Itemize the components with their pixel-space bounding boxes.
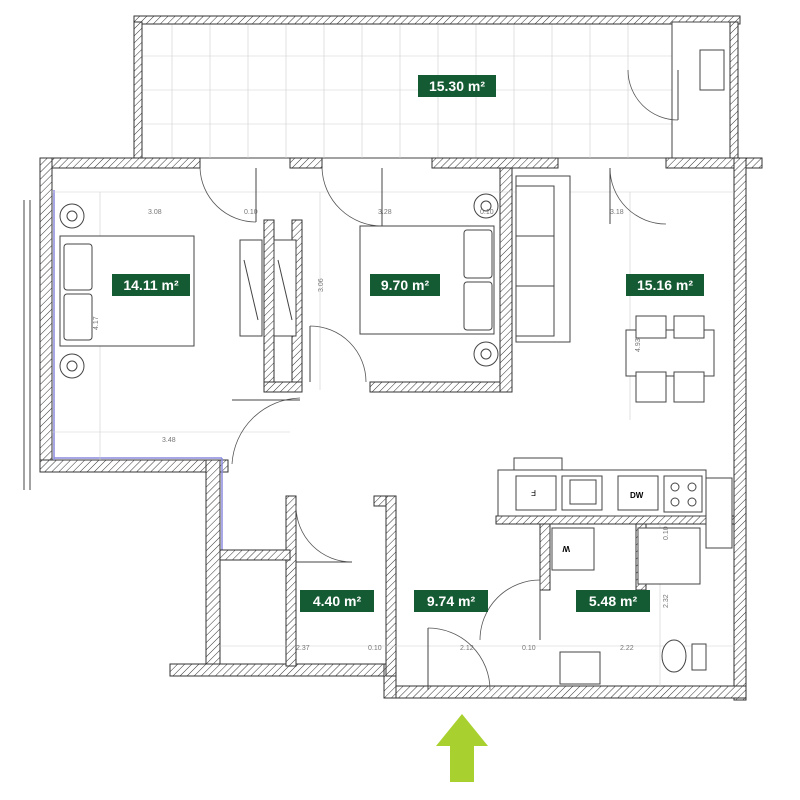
terrace-railing-left bbox=[133, 21, 143, 163]
dim-label: 3.06 bbox=[318, 278, 325, 292]
dim-label: 2.12 bbox=[460, 645, 474, 652]
svg-text:5.48 m²: 5.48 m² bbox=[589, 593, 638, 609]
area-label-terrace: 15.30 m² bbox=[418, 75, 496, 97]
terrace-railing-top bbox=[133, 15, 741, 25]
wardrobe bbox=[239, 239, 297, 337]
dishwasher-label: DW bbox=[630, 491, 644, 500]
door-swings bbox=[199, 167, 667, 691]
dim-label: 3.18 bbox=[610, 209, 624, 216]
area-label-bedroom-2: 9.70 m² bbox=[370, 274, 440, 296]
entrance-arrow-icon bbox=[436, 714, 488, 782]
dim-label: 4.93 bbox=[635, 338, 642, 352]
svg-text:4.40 m²: 4.40 m² bbox=[313, 593, 362, 609]
dimension-labels: 3.08 0.10 3.28 0.10 3.18 4.17 3.06 4.93 … bbox=[93, 209, 670, 652]
dim-label: 3.28 bbox=[378, 209, 392, 216]
sofa bbox=[515, 175, 571, 343]
dim-label: 0.10 bbox=[663, 526, 670, 540]
terrace-area bbox=[133, 15, 741, 163]
outer-walls bbox=[39, 157, 763, 701]
dimension-lines bbox=[52, 191, 734, 686]
svg-text:15.16 m²: 15.16 m² bbox=[637, 277, 693, 293]
dim-label: 0.10 bbox=[522, 645, 536, 652]
svg-text:14.11 m²: 14.11 m² bbox=[123, 277, 179, 293]
dim-label: 2.32 bbox=[663, 594, 670, 608]
area-label-bathroom: 4.40 m² bbox=[300, 590, 374, 612]
dim-label: 3.48 bbox=[162, 437, 176, 444]
area-label-wc-room: 5.48 m² bbox=[576, 590, 650, 612]
svg-text:15.30 m²: 15.30 m² bbox=[429, 78, 485, 94]
dining-table bbox=[625, 315, 715, 403]
wc-fixtures bbox=[551, 527, 707, 685]
dim-label: 0.10 bbox=[368, 645, 382, 652]
svg-text:9.74 m²: 9.74 m² bbox=[427, 593, 476, 609]
dim-label: 2.37 bbox=[296, 645, 310, 652]
area-label-living-room: 15.16 m² bbox=[626, 274, 704, 296]
terrace-wall-right bbox=[729, 21, 739, 159]
terrace-tiles bbox=[134, 22, 672, 158]
terrace-door-swing bbox=[627, 69, 679, 121]
kitchen-counter bbox=[497, 457, 733, 549]
left-window bbox=[23, 190, 223, 556]
dim-label: 2.22 bbox=[620, 645, 634, 652]
area-label-bedroom-1: 14.11 m² bbox=[112, 274, 190, 296]
dim-label: 4.17 bbox=[93, 316, 100, 330]
svg-text:9.70 m²: 9.70 m² bbox=[381, 277, 430, 293]
dim-label: 0.10 bbox=[480, 209, 494, 216]
dim-label: 0.10 bbox=[244, 209, 258, 216]
fridge-label: F bbox=[531, 488, 536, 497]
washer-label: W bbox=[562, 544, 570, 553]
dim-label: 3.08 bbox=[148, 209, 162, 216]
appliance-labels: F DW W bbox=[531, 488, 644, 553]
area-label-hallway: 9.74 m² bbox=[414, 590, 488, 612]
